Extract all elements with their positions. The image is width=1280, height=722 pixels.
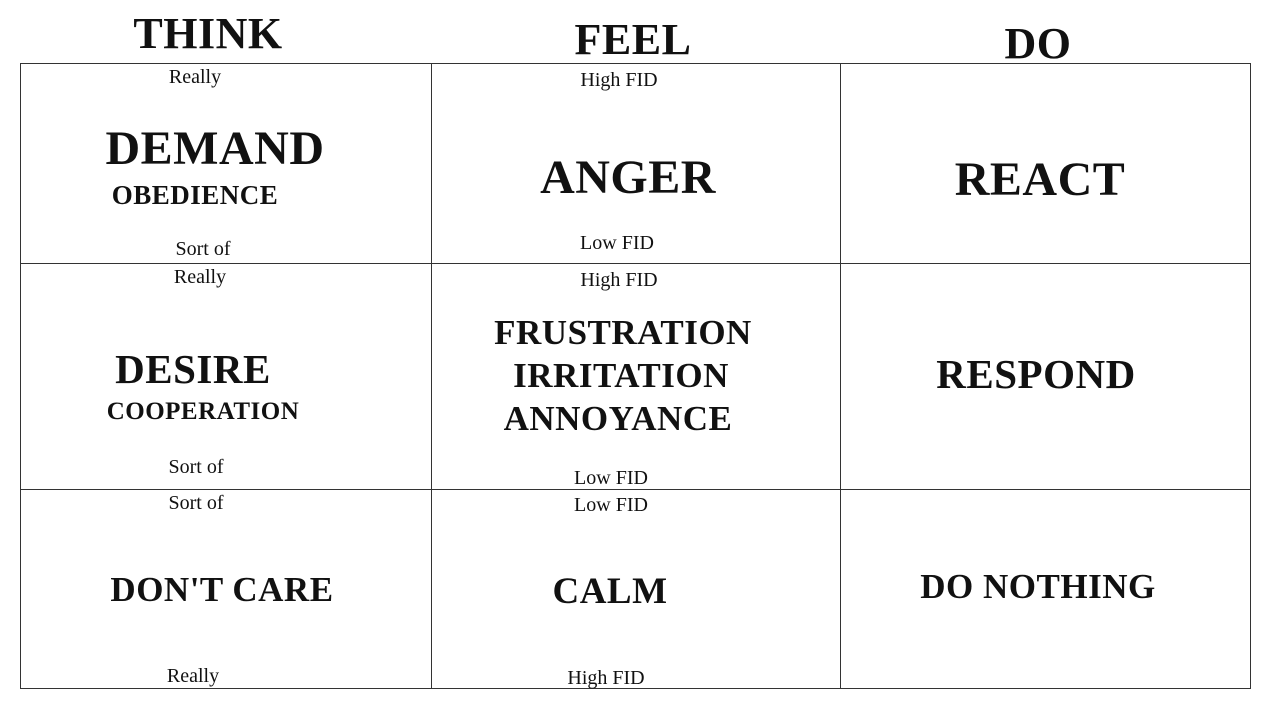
row3-think-bottom-label: Really [166, 665, 220, 687]
header-think: THINK [133, 9, 283, 58]
think-feel-do-table [20, 63, 1251, 689]
row3-feel-bottom-label: High FID [567, 667, 645, 689]
row2-think-sub: COOPERATION [106, 398, 300, 425]
row2-think-bottom-label: Sort of [168, 456, 224, 478]
row1-do-main: REACT [954, 153, 1126, 206]
row2-feel-bottom-label: Low FID [574, 467, 648, 489]
row1-feel-bottom-label: Low FID [580, 232, 654, 254]
row1-think-bottom-label: Sort of [175, 238, 231, 260]
row1-think-top-label: Really [168, 66, 222, 88]
header-do: DO [1004, 19, 1072, 68]
row2-think-top-label: Really [173, 266, 227, 288]
row-divider [21, 263, 1250, 264]
row2-feel-line: FRUSTRATION [494, 313, 752, 352]
row-divider [21, 489, 1250, 490]
header-feel: FEEL [574, 15, 692, 64]
column-divider [431, 64, 432, 688]
row1-feel-main: ANGER [540, 151, 716, 204]
row2-feel-top-label: High FID [580, 269, 658, 291]
row2-feel-line: ANNOYANCE [503, 399, 733, 438]
row3-feel-top-label: Low FID [574, 494, 648, 516]
row3-think-top-label: Sort of [168, 492, 224, 514]
column-divider [840, 64, 841, 688]
row3-do-main: DO NOTHING [920, 567, 1156, 606]
row1-think-main: DEMAND [105, 122, 325, 175]
row3-think-main: DON'T CARE [110, 570, 334, 609]
row2-do-main: RESPOND [936, 351, 1136, 397]
row2-feel-line: IRRITATION [513, 356, 729, 395]
row3-feel-main: CALM [552, 571, 668, 612]
row1-think-sub: OBEDIENCE [111, 180, 279, 210]
row2-think-main: DESIRE [115, 346, 271, 392]
row1-feel-top-label: High FID [580, 69, 658, 91]
